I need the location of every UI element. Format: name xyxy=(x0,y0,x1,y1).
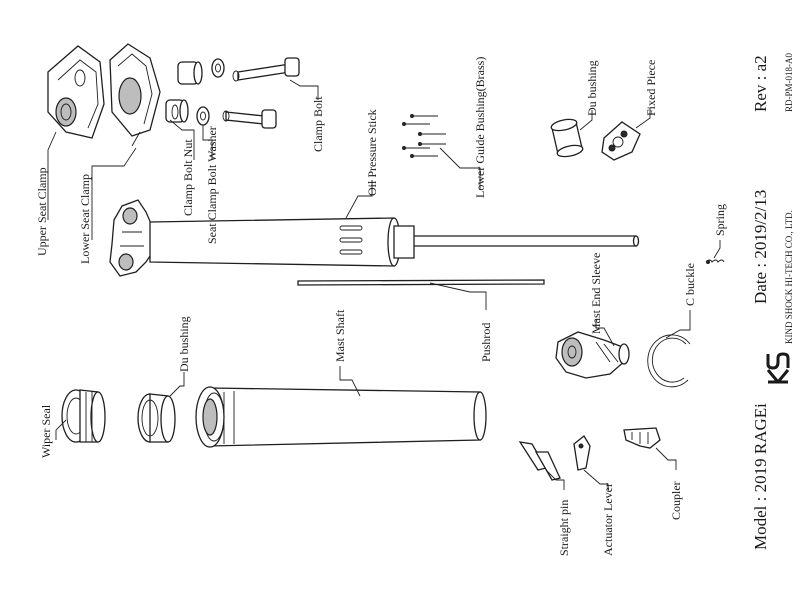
label-lower-guide-bushing: Lower Guide Bushing(Brass) xyxy=(473,57,487,198)
label-c-buckle: C buckle xyxy=(683,263,697,306)
spring-part xyxy=(705,259,725,264)
label-du-bushing-top: Du bushing xyxy=(585,60,599,116)
c-buckle-part xyxy=(647,334,691,388)
leader-lines xyxy=(47,79,721,490)
lower-guide-bushing-part xyxy=(402,114,446,158)
pushrod-part xyxy=(297,279,545,286)
actuator-lever-part xyxy=(573,435,591,471)
label-pushrod: Pushrod xyxy=(479,323,493,362)
document-number-text: RD-PM-018-A0 xyxy=(784,52,794,112)
straight-pin-part xyxy=(518,441,561,481)
coupler-part xyxy=(623,427,661,449)
lower-seat-clamp-part xyxy=(109,43,161,147)
label-mast-shaft: Mast Shaft xyxy=(333,309,347,362)
mast-end-sleeve-part xyxy=(555,331,630,379)
model-text: Model : 2019 RAGEi xyxy=(751,403,770,550)
label-coupler: Coupler xyxy=(669,481,683,520)
label-straight-pin: Straight pin xyxy=(557,500,571,556)
oil-pressure-stick-part xyxy=(149,217,640,267)
fixed-piece-part xyxy=(601,121,641,161)
date-text: Date : 2019/2/13 xyxy=(751,190,770,304)
label-oil-pressure-stick: Oil Pressure Stick xyxy=(365,109,379,196)
label-clamp-bolt: Clamp Bolt xyxy=(311,96,325,152)
post-head-part xyxy=(109,199,155,277)
rev-text: Rev : a2 xyxy=(751,55,770,112)
du-bushing-bottom-part xyxy=(137,393,176,443)
label-actuator-lever: Actuator Lever xyxy=(601,483,615,556)
du-bushing-top-part xyxy=(550,118,584,158)
label-lower-seat-clamp: Lower Seat Clamp xyxy=(78,174,92,264)
label-mast-end-sleeve: Mast End Sleeve xyxy=(589,253,603,334)
clamp-bolt-nut-part xyxy=(165,61,203,123)
company-name-text: KIND SHOCK HI-TECH CO., LTD. xyxy=(784,210,794,344)
label-upper-seat-clamp: Upper Seat Clamp xyxy=(35,167,49,256)
label-wiper-seal: Wiper Seal xyxy=(39,404,53,458)
upper-seat-clamp-part xyxy=(47,45,105,139)
label-fixed-piece: Fixed Piece xyxy=(644,60,658,116)
wiper-seal-part xyxy=(61,389,106,443)
label-spring: Spring xyxy=(713,204,727,236)
label-du-bushing-bottom: Du bushing xyxy=(177,316,191,372)
ks-logo-icon: KS xyxy=(766,352,790,384)
mast-shaft-part xyxy=(195,386,487,448)
label-seat-clamp-bolt-washer: Seat Clamp Bolt Washer xyxy=(205,126,219,244)
label-clamp-bolt-nut: Clamp Bolt Nut xyxy=(181,139,195,216)
seat-clamp-bolt-washer-part xyxy=(196,58,225,126)
clamp-bolt-part xyxy=(222,57,300,129)
